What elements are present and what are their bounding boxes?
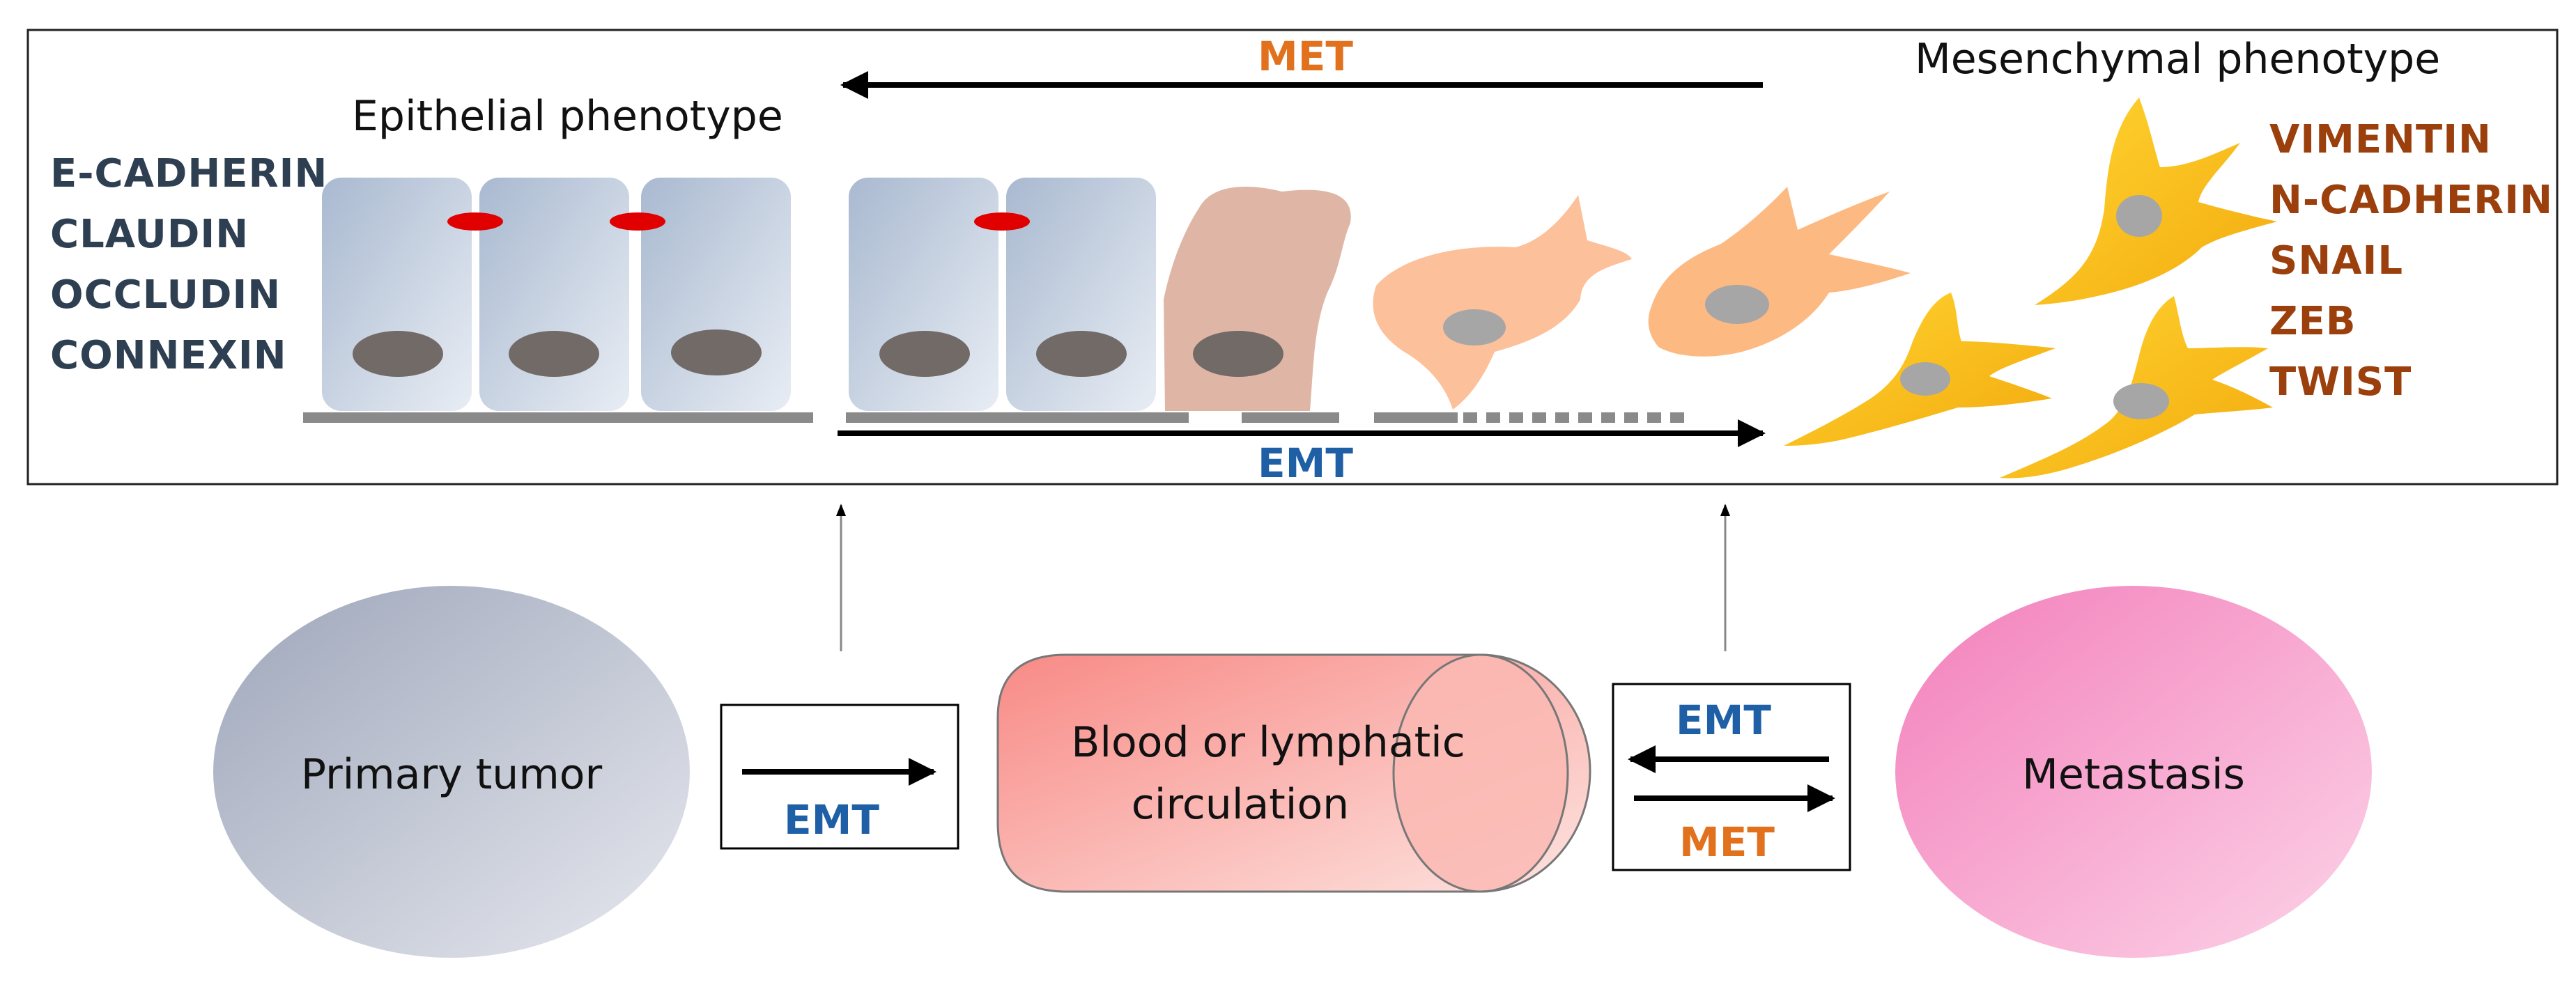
epithelial-marker: CONNEXIN bbox=[50, 333, 287, 378]
tight-junction bbox=[447, 212, 503, 231]
tight-junction bbox=[974, 212, 1030, 231]
mesenchymal-marker: SNAIL bbox=[2269, 238, 2404, 284]
epithelial-cell-group bbox=[303, 178, 813, 423]
emt-arrow-label: EMT bbox=[1258, 440, 1353, 487]
circulation-tube bbox=[996, 653, 1591, 893]
epithelial-phenotype-title: Epithelial phenotype bbox=[352, 92, 783, 141]
cell-nucleus bbox=[2116, 195, 2162, 237]
mesenchymal-phenotype-title: Mesenchymal phenotype bbox=[1915, 35, 2441, 84]
cell-nucleus bbox=[1193, 331, 1283, 377]
transitioning-cell-group bbox=[846, 178, 1911, 423]
cell-nucleus bbox=[1900, 362, 1950, 396]
degraded-membrane-segment bbox=[1670, 412, 1684, 423]
epithelial-marker: CLAUDIN bbox=[50, 212, 249, 257]
degraded-membrane-segment bbox=[1578, 412, 1592, 423]
primary-tumor-shape bbox=[213, 586, 690, 958]
cell-nucleus bbox=[1036, 331, 1127, 377]
metastasis-label: Metastasis bbox=[2022, 750, 2245, 799]
basement-membrane bbox=[846, 412, 1189, 423]
migrating-cell bbox=[1373, 195, 1632, 410]
right-transition-box bbox=[1612, 683, 1851, 871]
circulation-label-line1: Blood or lymphatic bbox=[1071, 718, 1465, 767]
cell-nucleus bbox=[353, 331, 443, 377]
epithelial-cell bbox=[641, 178, 791, 411]
cell-nucleus bbox=[1443, 309, 1506, 345]
circulation-label-line2: circulation bbox=[1131, 780, 1350, 829]
epithelial-marker: OCCLUDIN bbox=[50, 272, 281, 318]
right-box-met-label: MET bbox=[1679, 818, 1775, 866]
tube-opening bbox=[1392, 653, 1569, 893]
mesenchymal-cell bbox=[2035, 98, 2277, 305]
degraded-membrane-segment bbox=[1647, 412, 1661, 423]
mesenchymal-marker: TWIST bbox=[2269, 359, 2412, 405]
basement-membrane bbox=[303, 412, 813, 423]
left-box-emt-label: EMT bbox=[784, 796, 879, 844]
basement-membrane bbox=[1374, 412, 1458, 423]
metastasis-shape bbox=[1895, 586, 2372, 958]
degraded-membrane-segment bbox=[1463, 412, 1477, 423]
mesenchymal-marker-list: VIMENTIN N-CADHERIN SNAIL ZEB TWIST bbox=[2269, 121, 2553, 424]
degraded-membrane-segment bbox=[1532, 412, 1546, 423]
cell-nucleus bbox=[2113, 383, 2169, 419]
mesenchymal-marker: ZEB bbox=[2269, 299, 2357, 344]
cell-nucleus bbox=[879, 331, 970, 377]
mesenchymal-marker: N-CADHERIN bbox=[2269, 178, 2553, 223]
degraded-membrane-segment bbox=[1486, 412, 1500, 423]
degraded-membrane-segment bbox=[1555, 412, 1569, 423]
right-box-emt-label: EMT bbox=[1676, 697, 1771, 744]
mesenchymal-marker: VIMENTIN bbox=[2269, 117, 2492, 162]
met-arrow-label: MET bbox=[1258, 33, 1353, 80]
tight-junction bbox=[610, 212, 665, 231]
epithelial-marker-list: E-CADHERIN CLAUDIN OCCLUDIN CONNEXIN bbox=[50, 155, 327, 397]
degraded-membrane-segment bbox=[1601, 412, 1615, 423]
cell-nucleus bbox=[1705, 285, 1769, 324]
epithelial-marker: E-CADHERIN bbox=[50, 151, 328, 196]
degraded-membrane-segment bbox=[1624, 412, 1638, 423]
cell-nucleus bbox=[509, 331, 599, 377]
mesenchymal-cell-group bbox=[1784, 98, 2277, 479]
cell-nucleus bbox=[671, 329, 762, 375]
basement-membrane bbox=[1242, 412, 1339, 423]
degraded-membrane-segment bbox=[1509, 412, 1523, 423]
primary-tumor-label: Primary tumor bbox=[300, 750, 603, 799]
